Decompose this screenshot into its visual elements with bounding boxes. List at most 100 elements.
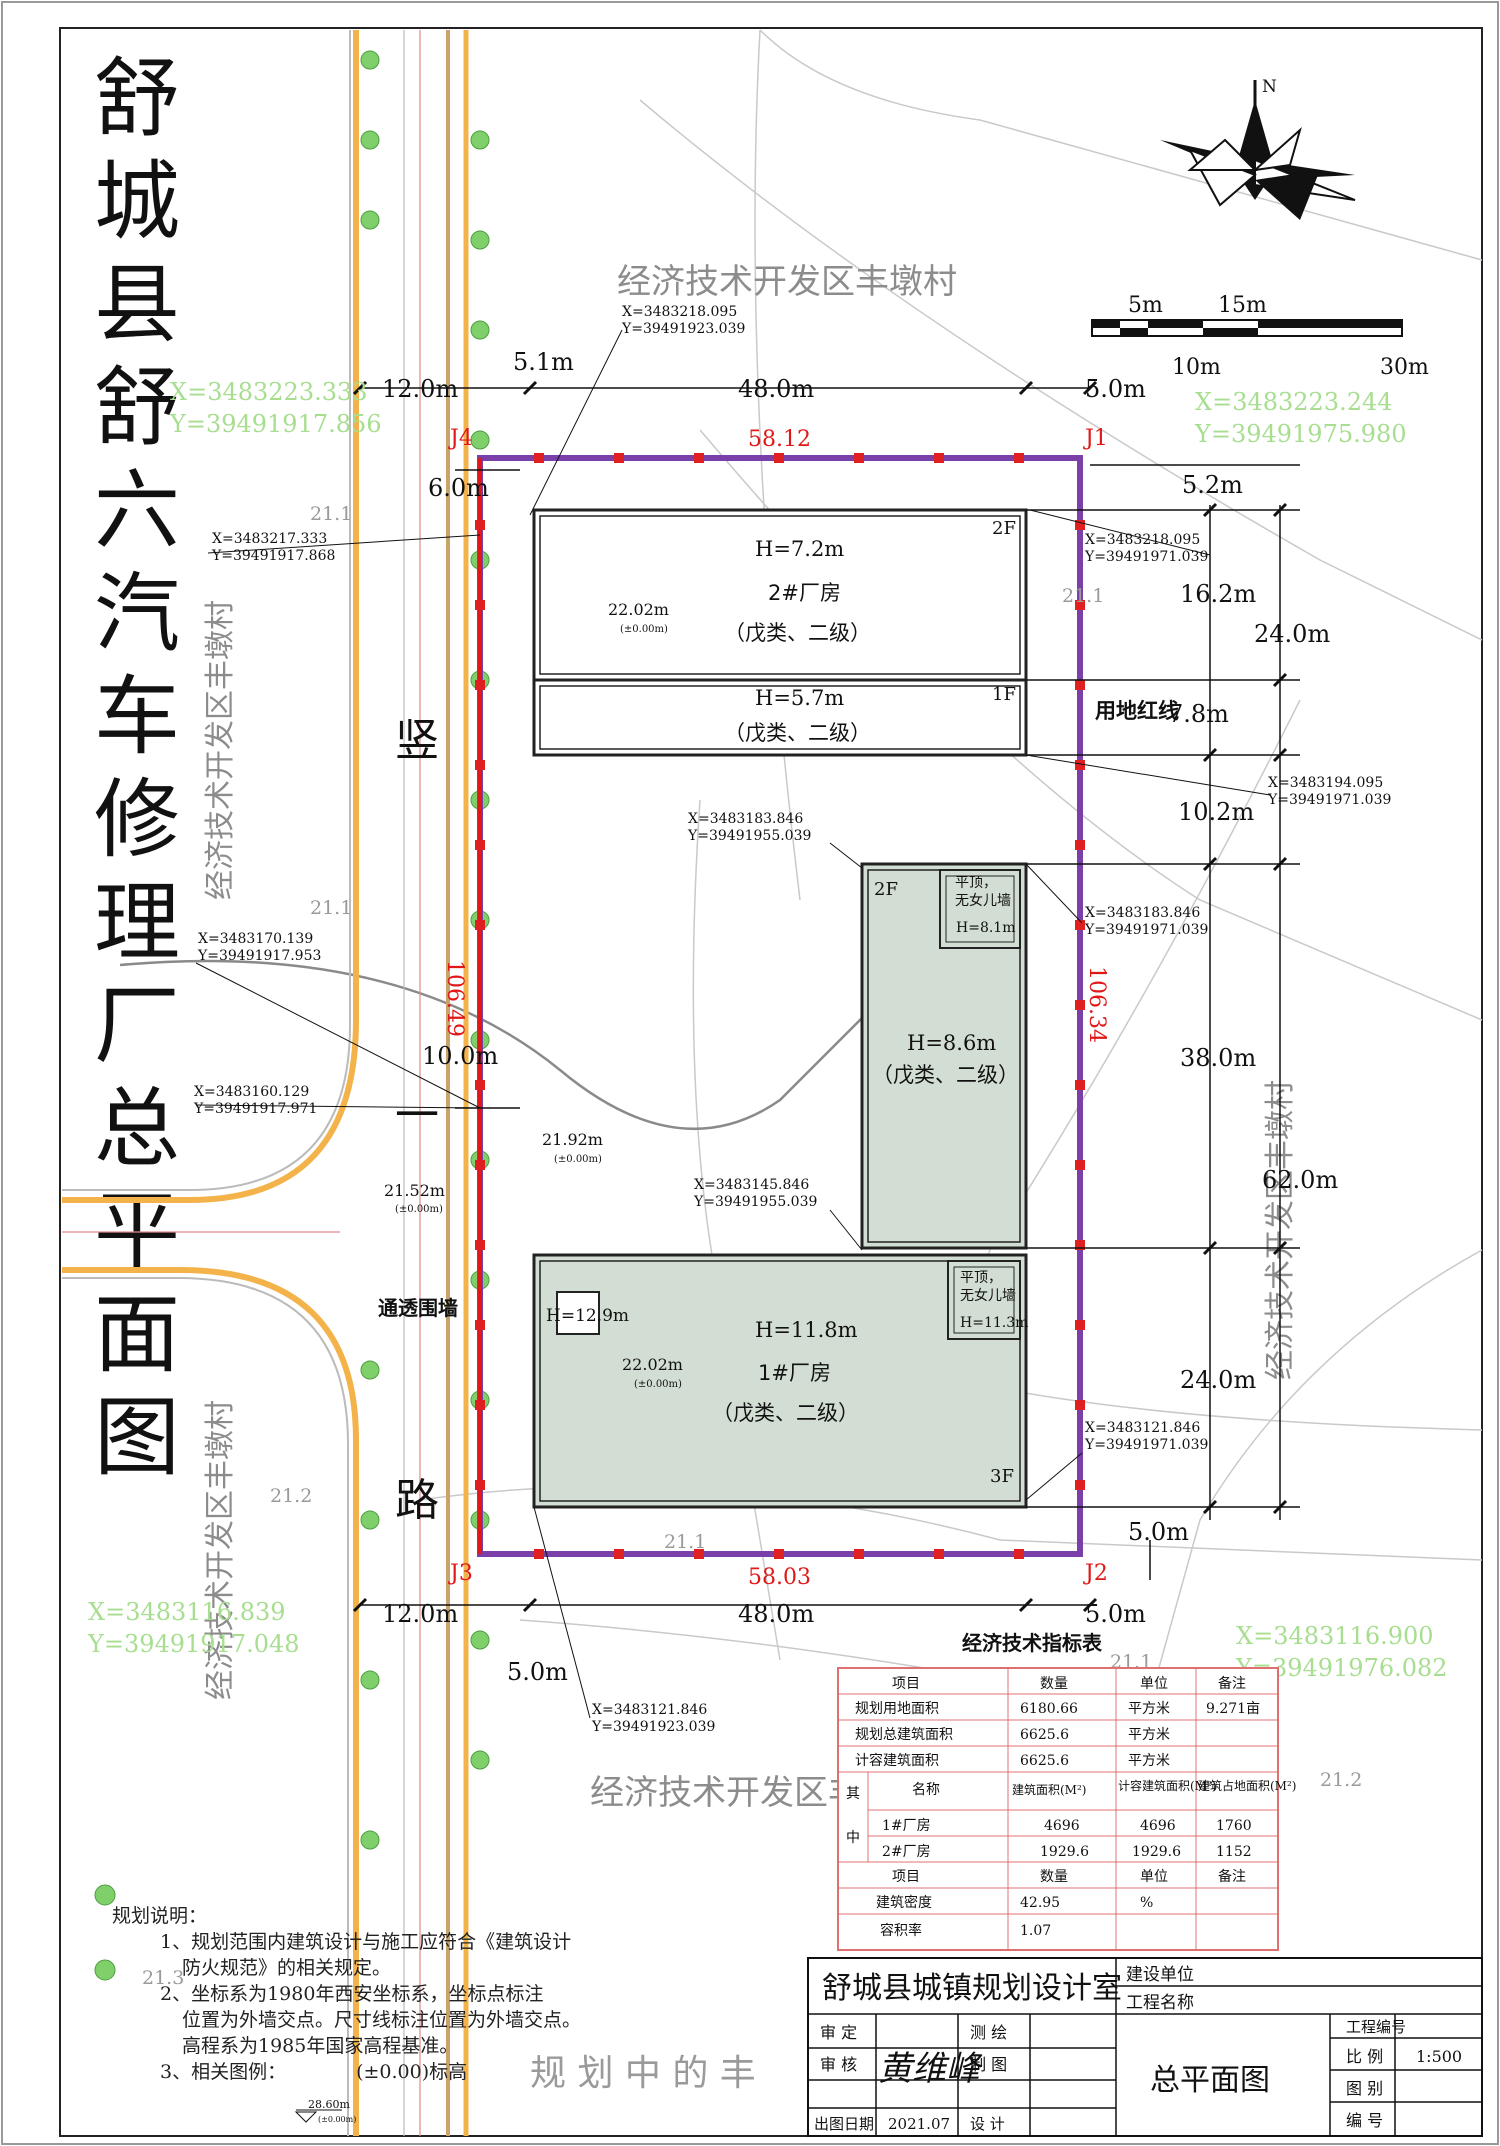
table-header: 项目 [892,1869,920,1885]
coordinate-labels: X=3483218.095 Y=39491923.039 X=3483217.3… [193,304,1391,1735]
title-char: 面 [94,1285,180,1385]
drawing-title-vertical: 舒 城 县 舒 六 汽 车 修 理 厂 总 平 面 图 [82,48,192,1490]
date-label: 出图日期 [814,2115,874,2133]
tree-row [94,50,490,1981]
signature: 黄维峰 [878,2049,983,2089]
table-cell: 规划用地面积 [855,1701,939,1717]
scale-label: 15m [1218,293,1267,318]
dimension-ticks [352,380,1288,1613]
floors-label: 3F [990,1466,1014,1487]
table-cell: 平方米 [1128,1701,1170,1717]
spot-height: 21.1 [310,897,352,919]
dimension-text: 5.0m [1085,375,1146,403]
title-block-text: 舒城县城镇规划设计室 建设单位 工程名称 审 定 测 绘 审 核 制 图 出图日… [814,1965,1462,2133]
boundary-length-top: 58.12 [748,427,811,452]
height-label: H=7.2m [755,537,844,561]
building-name: 1#厂房 [758,1361,831,1385]
road-name-char: 路 [395,1475,439,1526]
elevation-sub: (±0.00m) [395,1204,443,1215]
notes-text: (±0.00)标高 [356,2061,468,2083]
coord-x: X=3483217.333 [212,531,327,547]
coord-y: Y=39491955.039 [693,1194,817,1210]
coord-x: X=3483183.846 [1085,905,1200,921]
coord-y: Y=39491955.039 [687,828,811,844]
survey-label: 测 绘 [970,2023,1007,2042]
date-value: 2021.07 [888,2115,950,2133]
table-header: 建筑占地面积(M²) [1198,1778,1296,1793]
coord-y: Y=39491917.048 [87,1630,300,1658]
spot-height: 21.2 [270,1485,312,1507]
notes-title: 规划说明： [112,1905,208,1927]
title-char: 舒 [94,358,180,458]
review-label: 审 定 [820,2023,857,2042]
coord-x: X=3483160.129 [194,1084,309,1100]
building-class: （戊类、二级） [712,1401,859,1425]
dimension-text: 12.0m [382,375,458,403]
coord-x: X=3483121.846 [592,1702,707,1718]
table-cell: 6625.6 [1020,1753,1069,1769]
point-j3: J3 [448,1561,473,1586]
boundary-length-right: 106.34 [1084,966,1109,1043]
dimension-text: 48.0m [738,375,814,403]
floors-label: 1F [992,684,1016,705]
roof-note: 平顶， [955,875,997,891]
table-cell: 中 [846,1830,860,1846]
area-labels: 经济技术开发区丰墩村 经济技术开发区丰墩村 经济技术开发区丰墩村 经济技术开发区… [203,262,1298,1813]
dimension-text: 12.0m [382,1600,458,1628]
notes-line: 1、规划范围内建筑设计与施工应符合《建筑设计 [160,1931,572,1953]
point-j4: J4 [448,426,473,451]
scale-label: 10m [1172,355,1221,380]
elevation-legend-icon [294,2109,342,2123]
client-label: 建设单位 [1126,1965,1194,1985]
north-label: N [1262,77,1277,97]
elevation-sub: (±0.00m) [554,1154,602,1165]
project-label: 工程名称 [1126,1993,1194,2013]
table-header: 数量 [1040,1869,1068,1885]
elevation-sub: (±0.00m) [620,624,668,635]
notes-line: 防火规范》的相关规定。 [182,1957,392,1979]
title-char: 厂 [94,976,180,1076]
title-char: 总 [94,1079,180,1179]
table-cell: 42.95 [1020,1895,1060,1911]
dimension-text: 10.0m [422,1042,498,1070]
dimension-text: 5.0m [507,1658,568,1686]
title-char: 修 [94,770,180,870]
notes-line: 高程系为1985年国家高程基准。 [182,2035,459,2057]
type-label: 图 别 [1346,2079,1383,2098]
table-cell: 容积率 [880,1922,922,1939]
building-1 [532,1253,1028,1509]
notes-line: 3、相关图例：(±0.00)标高 [160,2059,672,2085]
title-char: 城 [94,152,180,252]
height-label: H=8.6m [907,1031,996,1055]
area-label: 经济技术开发区丰墩村 [203,600,238,900]
table-cell: 9.271亩 [1206,1700,1260,1717]
coord-y: Y=39491917.971 [193,1101,317,1117]
title-char: 车 [94,667,180,767]
building-class: （戊类、二级） [724,721,871,745]
coord-y: Y=39491971.039 [1267,792,1391,808]
spot-height: 21.1 [1062,585,1104,607]
inner-frame [59,27,1483,2137]
dimension-text: 16.2m [1180,580,1256,608]
roof-note: 无女儿墙 [955,892,1011,909]
dimension-text: 7.8m [1168,700,1229,728]
dimension-text: 5.0m [1128,1518,1189,1546]
road-name-char: 竖 [395,715,439,766]
table-header: 计容建筑面积(M²) [1118,1778,1216,1793]
spot-height: 21.2 [1320,1769,1362,1791]
roof-note: 平顶， [960,1270,1002,1286]
legend-sub: (±0.00m) [318,2115,356,2124]
table-cell: 1#厂房 [882,1818,931,1834]
height-label: H=11.3m [960,1315,1028,1331]
table-header: 名称 [912,1782,940,1798]
title-char: 汽 [94,564,180,664]
north-arrow-icon [1160,80,1356,220]
table-header: 备注 [1218,1675,1246,1692]
index-table-cells: 经济技术指标表 项目 数量 单位 备注 规划用地面积 6180.66 平方米 9… [846,1631,1296,1939]
coord-x: X=3483218.095 [622,304,737,320]
dimension-text: 6.0m [428,474,489,502]
table-cell: 4696 [1044,1818,1080,1834]
title-char: 理 [94,873,180,973]
scale-value: 1:500 [1416,2047,1462,2066]
